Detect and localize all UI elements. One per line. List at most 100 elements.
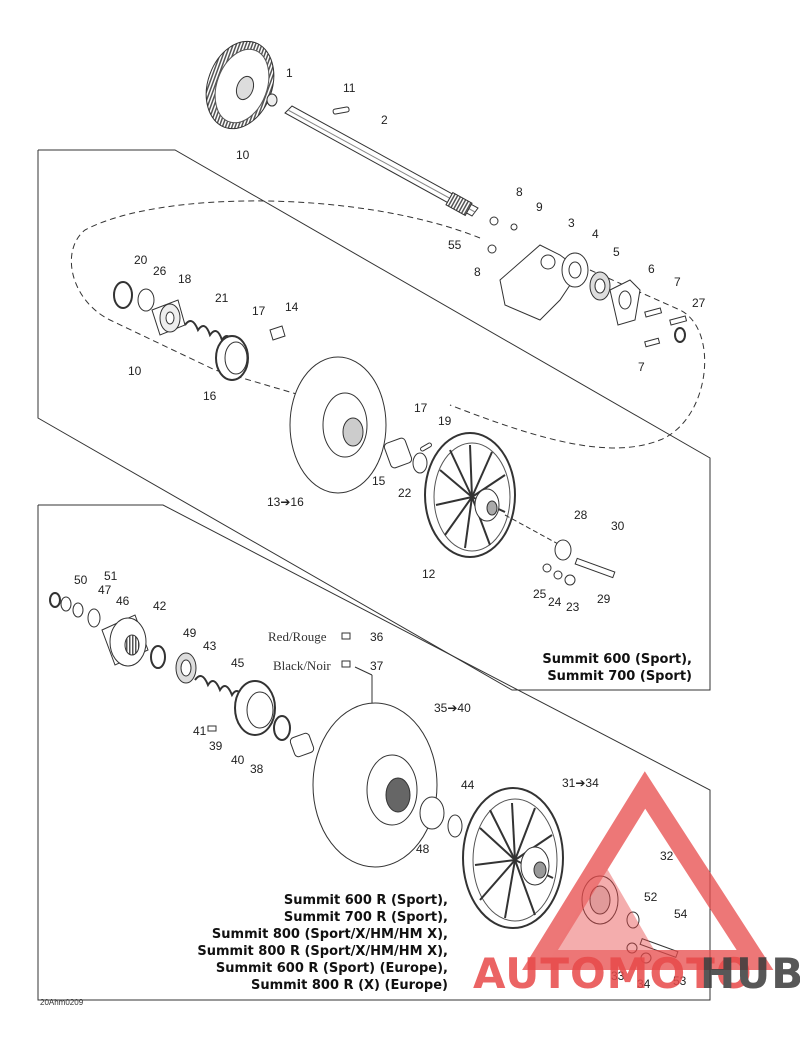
sheave-13 bbox=[289, 356, 387, 494]
watermark-logo bbox=[522, 771, 774, 970]
callout-49: 49 bbox=[183, 626, 197, 640]
callout-20: 20 bbox=[134, 253, 148, 267]
key-19 bbox=[420, 442, 432, 452]
cam-18 bbox=[151, 299, 186, 336]
model-bottom-line-1: Summit 600 R (Sport), bbox=[284, 893, 448, 908]
callout-41: 41 bbox=[193, 724, 207, 738]
callout-12: 12 bbox=[422, 567, 436, 581]
callout-30: 30 bbox=[611, 519, 625, 533]
pin-1 bbox=[266, 93, 278, 107]
callout-10b: 10 bbox=[128, 364, 142, 378]
shaft-2 bbox=[284, 105, 479, 217]
callout-19: 19 bbox=[438, 414, 452, 428]
callout-5: 5 bbox=[613, 245, 620, 259]
callout-15: 15 bbox=[372, 474, 386, 488]
bushing-15 bbox=[383, 437, 413, 469]
callout-33: 33 bbox=[611, 969, 625, 983]
model-bottom-line-5: Summit 600 R (Sport) (Europe), bbox=[216, 961, 448, 976]
callout-17b: 17 bbox=[414, 401, 428, 415]
washer-44 bbox=[419, 796, 445, 830]
figure-code: 20Ahm0209 bbox=[40, 998, 84, 1007]
washer-28 bbox=[554, 539, 572, 561]
callout-8b: 8 bbox=[474, 265, 481, 279]
callout-18: 18 bbox=[178, 272, 192, 286]
callout-45: 45 bbox=[231, 656, 245, 670]
callout-24: 24 bbox=[548, 595, 562, 609]
callout-48: 48 bbox=[416, 842, 430, 856]
washer-24 bbox=[553, 570, 563, 580]
callout-28: 28 bbox=[574, 508, 588, 522]
leader-37 bbox=[354, 666, 373, 676]
flange-6 bbox=[609, 279, 641, 326]
callout-13: 13➔16 bbox=[267, 495, 304, 509]
cup-39 bbox=[234, 680, 276, 736]
callout-32: 32 bbox=[660, 849, 674, 863]
sheave-35 bbox=[312, 702, 438, 868]
cam-42 bbox=[101, 614, 149, 667]
washer-25 bbox=[542, 563, 552, 573]
model-bottom-line-4: Summit 800 R (Sport/X/HM/HM X), bbox=[197, 944, 448, 959]
callout-55: 55 bbox=[448, 238, 462, 252]
models-bottom-block: Summit 600 R (Sport), Summit 700 R (Spor… bbox=[197, 893, 448, 993]
callout-numbers: 1 2 3 4 5 6 7 7 8 8 9 10 10 11 12 13➔16 … bbox=[74, 66, 706, 991]
bearing-5 bbox=[589, 271, 611, 301]
callout-54: 54 bbox=[674, 907, 688, 921]
axis-line bbox=[504, 514, 561, 546]
callout-11: 11 bbox=[343, 81, 356, 95]
callout-7b: 7 bbox=[638, 360, 645, 374]
nuts-8 bbox=[487, 216, 518, 254]
callout-14: 14 bbox=[285, 300, 299, 314]
circlip-20 bbox=[113, 281, 133, 309]
key-11 bbox=[332, 106, 350, 115]
callout-36: 36 bbox=[370, 630, 384, 644]
slider-14 bbox=[269, 325, 286, 341]
callout-40: 40 bbox=[231, 753, 245, 767]
callout-27: 27 bbox=[692, 296, 706, 310]
callout-34: 34 bbox=[637, 977, 651, 991]
model-top-line-2: Summit 700 (Sport) bbox=[547, 669, 692, 684]
callout-9: 9 bbox=[536, 200, 543, 214]
cup-16 bbox=[215, 335, 249, 381]
callout-31: 31➔34 bbox=[562, 776, 599, 790]
callout-53: 53 bbox=[673, 974, 687, 988]
callout-17a: 17 bbox=[252, 304, 266, 318]
callout-16: 16 bbox=[203, 389, 217, 403]
ring-40 bbox=[273, 715, 291, 741]
ring-4 bbox=[561, 252, 589, 288]
bushing-38 bbox=[289, 732, 315, 758]
callout-21: 21 bbox=[215, 291, 229, 305]
callout-3: 3 bbox=[568, 216, 575, 230]
callout-7a: 7 bbox=[674, 275, 681, 289]
callout-46: 46 bbox=[116, 594, 130, 608]
callout-42: 42 bbox=[153, 599, 167, 613]
clip-50 bbox=[49, 592, 61, 608]
callout-38: 38 bbox=[250, 762, 264, 776]
callout-26: 26 bbox=[153, 264, 167, 278]
callout-29: 29 bbox=[597, 592, 611, 606]
washer-52 bbox=[626, 911, 640, 929]
washer-46 bbox=[87, 608, 101, 628]
model-bottom-line-6: Summit 800 R (X) (Europe) bbox=[251, 978, 448, 993]
spring-45 bbox=[194, 675, 245, 701]
gear-disk bbox=[205, 40, 275, 130]
fixed-sheave-31 bbox=[462, 787, 564, 929]
watermark-dark: HUB bbox=[700, 949, 800, 998]
callout-10a: 10 bbox=[236, 148, 250, 162]
clip-27 bbox=[674, 327, 686, 343]
callout-23: 23 bbox=[566, 600, 580, 614]
label-red-rouge: Red/Rouge bbox=[268, 629, 327, 644]
label-black-noir: Black/Noir bbox=[273, 658, 331, 673]
bolts-7 bbox=[644, 307, 688, 348]
callout-51: 51 bbox=[104, 569, 118, 583]
callout-37: 37 bbox=[370, 659, 384, 673]
pin-41 bbox=[207, 725, 217, 732]
sliders-36-37 bbox=[341, 632, 351, 668]
group-frame-top bbox=[37, 149, 711, 691]
assembly-dashed-outline bbox=[70, 200, 706, 449]
ring-49 bbox=[150, 645, 166, 669]
models-top-block: Summit 600 (Sport), Summit 700 (Sport) bbox=[542, 652, 692, 684]
callout-22: 22 bbox=[398, 486, 412, 500]
washer-51 bbox=[60, 596, 72, 612]
bushing-43 bbox=[175, 652, 197, 684]
